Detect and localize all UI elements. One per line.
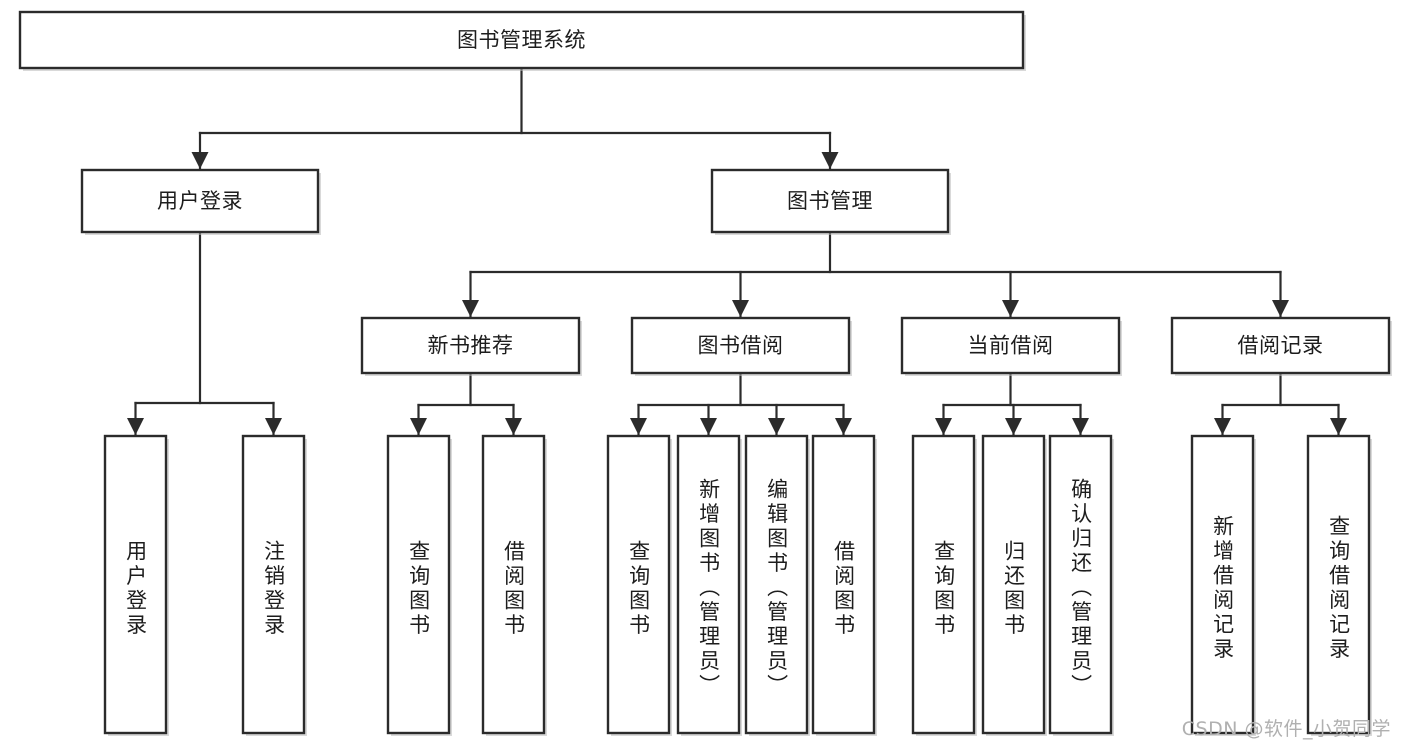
arrow-head-icon [1072,418,1089,435]
node-leaf-add-record[interactable] [1190,434,1255,735]
arrow-head-icon [1005,418,1022,435]
arrow-head-icon [732,300,749,317]
node-leaf-borrow-book-2[interactable] [811,434,876,735]
node-leaf-query-record[interactable] [1306,434,1371,735]
arrow-head-icon [630,418,647,435]
node-leaf-user-login[interactable] [103,434,168,735]
arrow-head-icon [1214,418,1231,435]
node-user-login[interactable] [80,168,320,234]
arrow-head-icon [700,418,717,435]
node-book-borrow[interactable] [630,316,851,375]
arrow-head-icon [191,152,209,169]
arrow-head-icon [835,418,852,435]
watermark-text: CSDN @软件_小贺同学 [1181,718,1391,740]
node-label: 图书管理 [787,189,873,213]
arrow-head-icon [1330,418,1347,435]
arrow-head-icon [1002,300,1019,317]
node-leaf-user-logout[interactable] [241,434,306,735]
node-new-book-rec[interactable] [360,316,581,375]
node-current-borrow[interactable] [900,316,1121,375]
node-leaf-confirm-return[interactable] [1048,434,1113,735]
node-boxes-layer [18,10,1392,736]
arrow-head-icon [935,418,952,435]
arrow-head-icon [462,300,479,317]
node-leaf-return-book[interactable] [981,434,1046,735]
node-leaf-query-book-2[interactable] [606,434,671,735]
node-label: 当前借阅 [968,334,1054,358]
node-book-manage[interactable] [710,168,950,234]
node-leaf-borrow-book-1[interactable] [481,434,546,735]
node-leaf-add-book[interactable] [676,434,741,735]
node-label: 图书借阅 [698,334,784,358]
connector-lines-layer [127,66,1347,437]
node-borrow-record[interactable] [1170,316,1391,375]
arrow-head-icon [127,418,144,435]
node-leaf-edit-book[interactable] [744,434,809,735]
arrow-head-icon [505,418,522,435]
arrow-head-icon [821,152,839,169]
arrow-head-icon [410,418,427,435]
node-label: 新书推荐 [428,334,514,358]
arrow-head-icon [768,418,785,435]
node-root[interactable] [18,10,1025,70]
node-label: 图书管理系统 [457,28,586,52]
arrow-head-icon [1272,300,1289,317]
node-label: 借阅记录 [1238,334,1324,358]
node-label: 用户登录 [157,189,243,213]
arrow-head-icon [265,418,282,435]
node-leaf-query-book-3[interactable] [911,434,976,735]
node-leaf-query-book-1[interactable] [386,434,451,735]
